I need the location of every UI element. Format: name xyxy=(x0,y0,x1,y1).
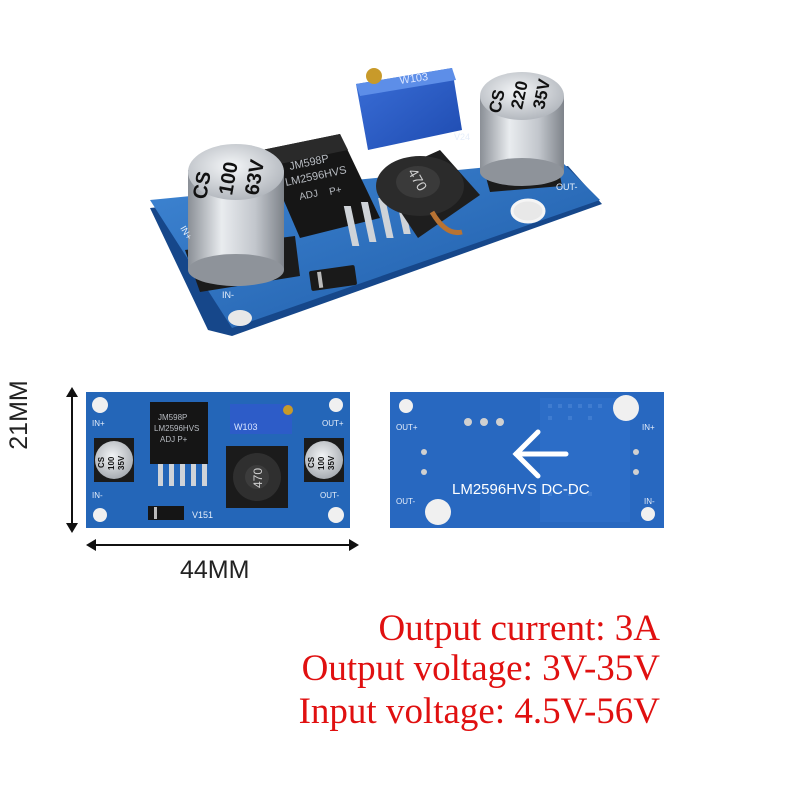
silk-in-minus: IN- xyxy=(644,497,655,506)
cap-left-voltage: 35V xyxy=(117,455,126,470)
board-perspective-photo: JM598P LM2596HVS ADJ P+ 470 W103 CS 100 … xyxy=(150,68,602,336)
spec-output-current: Output current: 3A xyxy=(378,608,660,649)
potentiometer-screw xyxy=(283,405,293,415)
cap-right-brand: CS xyxy=(307,456,316,468)
pot-marking: W103 xyxy=(234,422,258,432)
width-dimension-label: 44MM xyxy=(180,556,250,584)
cap-right xyxy=(305,441,343,479)
ic-marking-1: JM598P xyxy=(158,413,187,422)
board-front-view: JM598P LM2596HVS ADJ P+ W103 470 CS 100 … xyxy=(86,392,350,528)
ic-pins xyxy=(158,464,207,486)
mounting-hole xyxy=(641,507,655,521)
spec-output-voltage: Output voltage: 3V-35V xyxy=(301,648,660,689)
silk-v151: V151 xyxy=(192,510,213,520)
mounting-hole xyxy=(510,198,546,224)
silk-in-plus: IN+ xyxy=(92,419,105,428)
mounting-hole xyxy=(613,395,639,421)
inductor-marking: 470 xyxy=(251,468,265,488)
mounting-hole xyxy=(328,507,344,523)
big-cap-brand: CS xyxy=(189,170,215,201)
cap-left-brand: CS xyxy=(97,456,106,468)
cap-right-value: 100 xyxy=(317,456,326,470)
silk-out-plus: OUT+ xyxy=(322,419,344,428)
mounting-hole xyxy=(399,399,413,413)
silk-v24: V24 xyxy=(454,132,470,142)
mounting-hole xyxy=(93,508,107,522)
small-cap-brand: CS xyxy=(485,88,508,115)
silk-in-plus: IN+ xyxy=(642,423,655,432)
mounting-hole xyxy=(425,499,451,525)
ic-marking-4: P+ xyxy=(328,185,343,198)
height-dimension-label: 21MM xyxy=(5,380,33,450)
silk-out-plus: OUT+ xyxy=(396,423,418,432)
mounting-hole xyxy=(92,397,108,413)
back-board-label: LM2596HVS DC-DC xyxy=(452,481,590,498)
potentiometer-body xyxy=(230,404,292,434)
potentiometer-screw xyxy=(366,68,382,84)
cap-left xyxy=(95,441,133,479)
ic-marking-3: ADJ P+ xyxy=(160,435,188,444)
silk-out-minus: OUT- xyxy=(396,497,415,506)
mounting-hole xyxy=(228,310,252,326)
silk-in-minus: IN- xyxy=(222,290,234,300)
pot-marking: W103 xyxy=(399,71,429,87)
cap-left-value: 100 xyxy=(107,456,116,470)
silk-out-minus: OUT- xyxy=(556,182,578,192)
ic-top xyxy=(262,134,348,166)
spec-input-voltage: Input voltage: 4.5V-56V xyxy=(298,691,660,732)
ic-marking-3: ADJ xyxy=(298,188,319,203)
cap-right-voltage: 35V xyxy=(327,455,336,470)
silk-in-minus: IN- xyxy=(92,491,103,500)
board-back-view: LM2596HVS DC-DC OUT+ OUT- IN+ IN- xyxy=(390,392,664,528)
small-capacitor-top xyxy=(480,72,564,120)
mounting-hole xyxy=(329,398,343,412)
arrow-icon xyxy=(512,429,569,479)
dimension-lines xyxy=(66,387,359,551)
big-capacitor-top xyxy=(188,144,284,200)
ic-marking-2: LM2596HVS xyxy=(154,424,199,433)
silk-out-minus: OUT- xyxy=(320,491,339,500)
ic-body xyxy=(150,402,208,464)
